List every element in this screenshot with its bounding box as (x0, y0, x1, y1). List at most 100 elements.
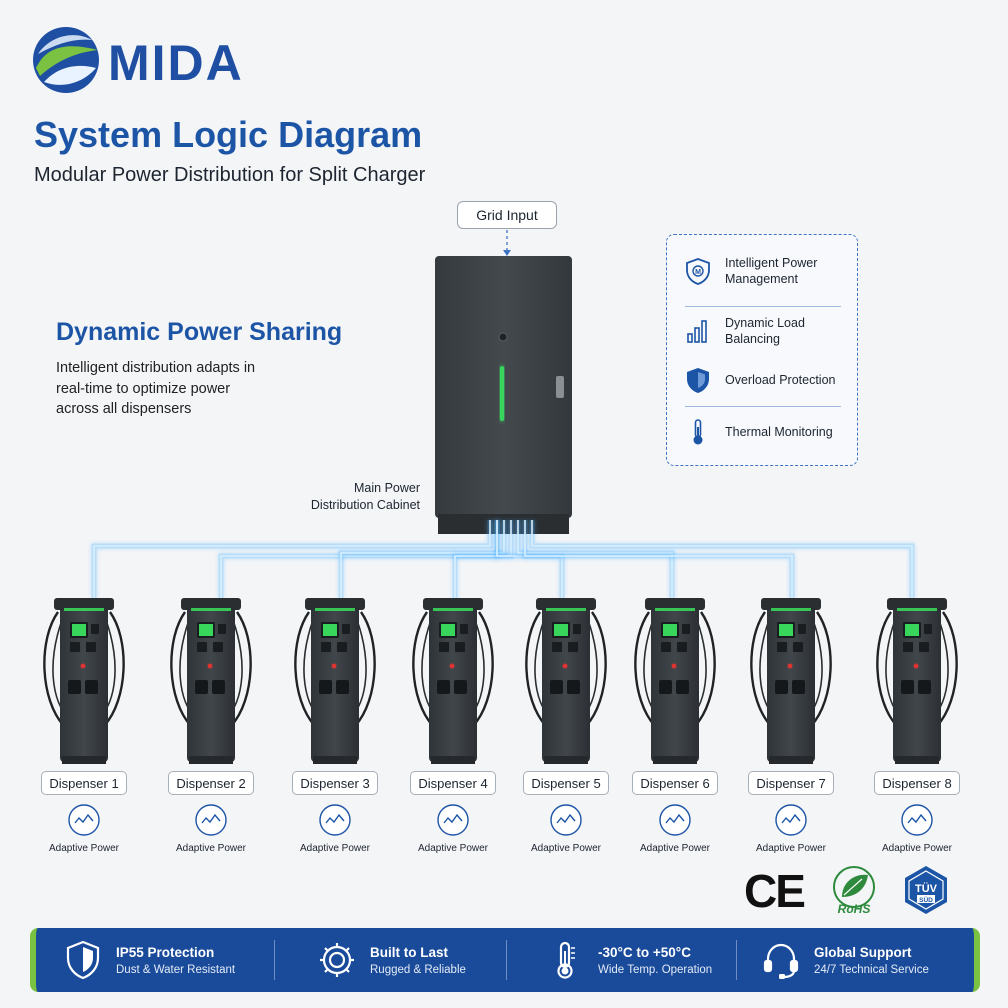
bar-chart-icon (687, 320, 707, 343)
adaptive-power-label: Adaptive Power (48, 843, 120, 854)
rohs-text: RoHS (838, 902, 871, 915)
adaptive-power-icon (775, 804, 807, 836)
dispenser-label: Dispenser 2 (168, 771, 254, 795)
brand-name: MIDA (108, 35, 244, 91)
bar-item-title: IP55 Protection (116, 944, 215, 960)
distribution-cabinet (435, 256, 572, 534)
feature-intelligent-power: M Intelligent Power Management (667, 255, 857, 287)
bar-divider (736, 940, 737, 980)
dispenser-unit (525, 598, 607, 764)
feature-overload-protection: Overload Protection (667, 365, 857, 395)
bar-item-built: Built to Last Rugged & Reliable (316, 928, 466, 992)
logo-emblem-icon (33, 27, 99, 93)
tuv-badge: TÜV SÜD (900, 864, 952, 916)
bar-item-title: Global Support (814, 944, 912, 960)
page-subtitle: Modular Power Distribution for Split Cha… (34, 164, 426, 186)
dispenser-label: Dispenser 4 (410, 771, 496, 795)
feature-label: Dynamic Load Balancing (725, 315, 855, 347)
adaptive-power-label: Adaptive Power (299, 843, 371, 854)
feature-divider (685, 306, 841, 307)
dispenser-unit (750, 598, 832, 764)
dispenser-label: Dispenser 7 (748, 771, 834, 795)
bar-divider (506, 940, 507, 980)
bar-item-text: Global Support 24/7 Technical Service (814, 945, 929, 976)
bottom-feature-bar: IP55 Protection Dust & Water Resistant B… (30, 928, 980, 992)
tuv-seal-icon: TÜV SÜD (905, 866, 947, 914)
tuv-text: TÜV (915, 882, 938, 895)
shield-icon (66, 940, 100, 980)
dispenser-unit (294, 598, 376, 764)
bar-item-sub: Wide Temp. Operation (598, 963, 713, 976)
bar-item-ip55: IP55 Protection Dust & Water Resistant (62, 928, 235, 992)
cabinet-label-line: Main Power (354, 481, 420, 495)
dispenser-label: Dispenser 5 (523, 771, 609, 795)
power-cables (91, 520, 915, 598)
bar-item-temperature: -30°C to +50°C Wide Temp. Operation (544, 928, 712, 992)
cable-line (531, 520, 913, 598)
feature-label: Intelligent Power Management (725, 255, 855, 287)
bar-item-title: Built to Last (370, 944, 448, 960)
cabinet-label-line: Distribution Cabinet (310, 498, 420, 512)
dynamic-power-description: Intelligent distribution adapts in real-… (56, 358, 306, 420)
adaptive-power-label: Adaptive Power (530, 843, 602, 854)
dispenser-label: Dispenser 6 (632, 771, 718, 795)
grid-input-label: Grid Input (457, 201, 557, 229)
feature-label-line: Dynamic Load (725, 316, 805, 330)
shield-check-icon (687, 368, 709, 393)
adaptive-power-icon (659, 804, 691, 836)
thermometer-icon (557, 941, 575, 979)
feature-label-line: Intelligent Power (725, 256, 818, 270)
bar-item-sub: Rugged & Reliable (370, 963, 466, 976)
cable-glow (91, 520, 493, 598)
thermometer-icon (693, 419, 703, 445)
dispenser-unit (170, 598, 252, 764)
adaptive-power-icon (437, 804, 469, 836)
adaptive-power-label: Adaptive Power (417, 843, 489, 854)
bar-item-support: Global Support 24/7 Technical Service (760, 928, 929, 992)
cable-line (517, 520, 673, 598)
svg-text:M: M (695, 269, 701, 276)
bar-item-text: IP55 Protection Dust & Water Resistant (116, 945, 235, 976)
bar-item-text: -30°C to +50°C Wide Temp. Operation (598, 945, 712, 976)
cable-line (454, 520, 512, 598)
dispenser-unit (876, 598, 958, 764)
bar-item-sub: Dust & Water Resistant (116, 963, 236, 976)
adaptive-power-icon (550, 804, 582, 836)
adaptive-power-label: Adaptive Power (639, 843, 711, 854)
dynamic-power-title: Dynamic Power Sharing (56, 318, 343, 346)
ce-mark: CE (744, 865, 806, 917)
brand-logo (30, 24, 260, 96)
cable-line (340, 520, 505, 598)
adaptive-power-icon (68, 804, 100, 836)
dispenser-unit (412, 598, 494, 764)
adaptive-power-label: Adaptive Power (175, 843, 247, 854)
adaptive-power-icon (901, 804, 933, 836)
headset-icon (763, 943, 799, 979)
adaptive-power-icon (319, 804, 351, 836)
rohs-badge: RoHS (826, 863, 882, 916)
feature-label-line: Balancing (725, 332, 780, 346)
feature-load-balancing: Dynamic Load Balancing (667, 315, 857, 347)
page-title: System Logic Diagram (34, 114, 423, 155)
bar-item-title: -30°C to +50°C (598, 944, 691, 960)
dispenser-label: Dispenser 3 (292, 771, 378, 795)
dispenser-unit (634, 598, 716, 764)
feature-label: Overload Protection (725, 373, 836, 387)
feature-thermal-monitoring: Thermal Monitoring (667, 417, 857, 447)
gear-icon (320, 943, 354, 977)
features-panel: M Intelligent Power Management Dynamic L… (666, 234, 858, 466)
bar-item-sub: 24/7 Technical Service (814, 963, 929, 976)
grid-input-arrow (503, 250, 511, 256)
description-line: real-time to optimize power (56, 380, 231, 397)
dispenser-units (43, 598, 958, 764)
dispenser-label: Dispenser 1 (41, 771, 127, 795)
shield-m-icon: M (686, 258, 710, 285)
adaptive-power-icon (195, 804, 227, 836)
adaptive-power-label: Adaptive Power (755, 843, 827, 854)
bar-divider (274, 940, 275, 980)
bar-item-text: Built to Last Rugged & Reliable (370, 945, 466, 976)
cable-line (524, 520, 793, 598)
dispenser-label: Dispenser 8 (874, 771, 960, 795)
feature-label: Thermal Monitoring (725, 425, 833, 439)
